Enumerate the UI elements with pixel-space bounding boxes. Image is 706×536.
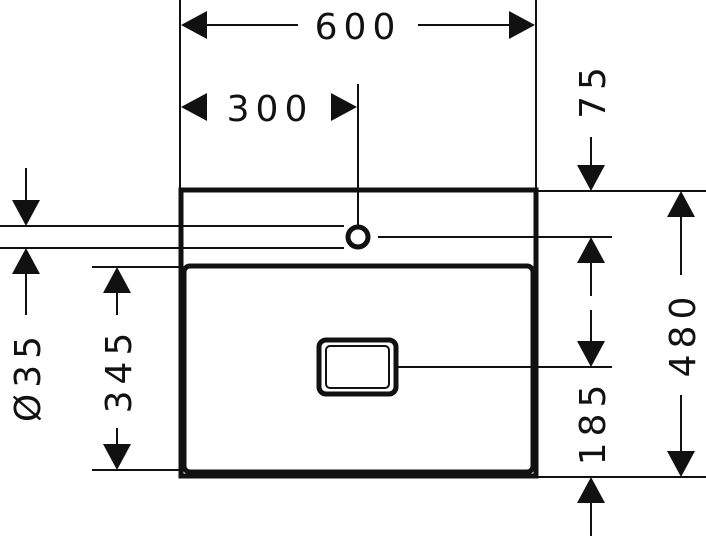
drain-offset-arrow-bottom: [577, 477, 605, 503]
drain-outer: [316, 337, 399, 397]
tap-offset-arrow-bottom: [577, 237, 605, 263]
tap-diameter-arrow-top: [12, 200, 40, 226]
half-width-arrow-right: [331, 93, 357, 121]
depth-arrow-top: [667, 191, 695, 217]
tap-offset-label: 75: [573, 61, 614, 119]
basin-outline: [178, 187, 539, 479]
total-depth-label: 480: [663, 291, 704, 378]
half-width-label: 300: [227, 89, 314, 130]
bowl-depth-label: 345: [99, 327, 140, 414]
width-arrow-right: [509, 11, 535, 39]
tap-offset-arrow-top: [577, 165, 605, 191]
tap-diameter-label: Ø35: [8, 330, 49, 422]
bowl-outline: [181, 263, 536, 475]
bowl-depth-arrow-bottom: [103, 444, 131, 470]
drain-offset-label: 185: [573, 379, 614, 466]
tap-hole: [345, 224, 371, 250]
drain-offset-arrow-top: [577, 341, 605, 367]
width-arrow-left: [181, 11, 207, 39]
half-width-arrow-left: [181, 93, 207, 121]
depth-arrow-bottom: [667, 451, 695, 477]
total-width-label: 600: [315, 7, 402, 48]
drain-inner: [325, 345, 390, 389]
bowl-depth-arrow-top: [103, 267, 131, 293]
tap-diameter-arrow-bottom: [12, 248, 40, 274]
